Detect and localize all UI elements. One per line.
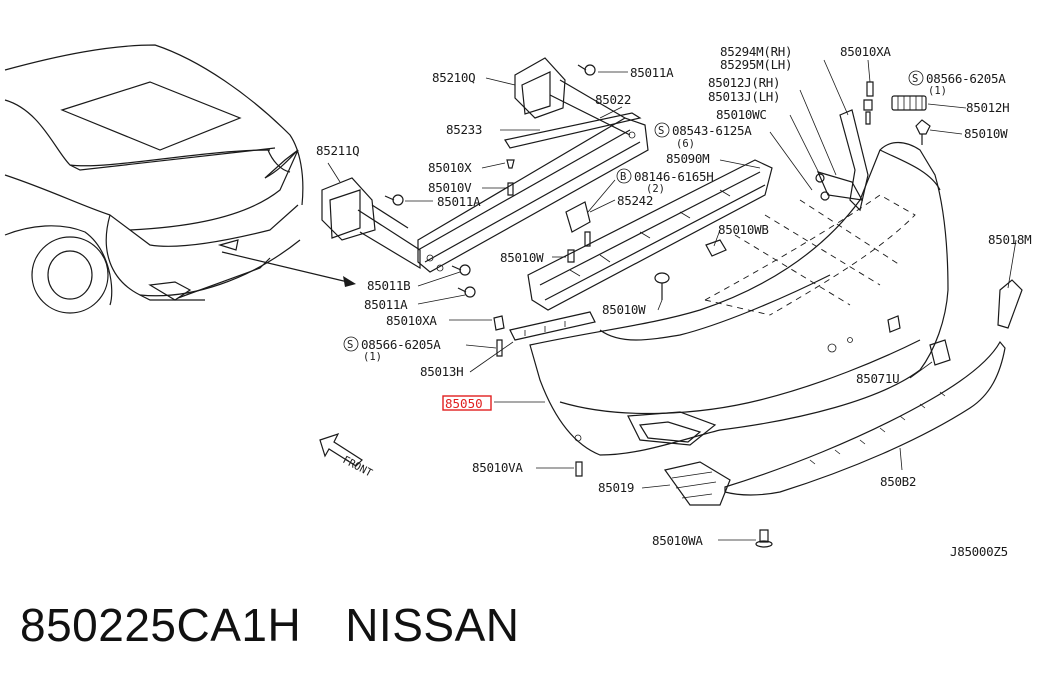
label-85011A-top: 85011A (630, 65, 674, 80)
label-85011B: 85011B (367, 278, 410, 293)
label-850B2: 850B2 (880, 474, 916, 489)
label-85211Q: 85211Q (316, 143, 359, 158)
diagram-code: J85000Z5 (950, 544, 1008, 559)
label-85050-highlight: 85050 (445, 396, 483, 411)
label-85210Q: 85210Q (432, 70, 475, 85)
label-85012H: 85012H (966, 100, 1009, 115)
brand-name: NISSAN (345, 599, 520, 651)
label-85010X: 85010X (428, 160, 472, 175)
b-marker (616, 168, 632, 184)
bumper-exploded-view: FRONT 85210 (4, 44, 1032, 559)
label-85013J: 85013J(LH) (708, 89, 780, 104)
bracket-85211Q (321, 177, 421, 270)
part-caption: 850225CA1H NISSAN (20, 598, 1020, 668)
part-labels: 85210Q 85011A 85022 85233 85211Q 85010X … (316, 44, 1032, 559)
label-08566-left-qty: (1) (363, 351, 382, 363)
svg-text:S: S (658, 125, 664, 137)
leader-lines (327, 59, 1017, 541)
label-85010XA-right: 85010XA (840, 44, 891, 59)
label-08566-left: 08566-6205A (361, 337, 441, 352)
label-85010W-mid: 85010W (500, 250, 544, 265)
label-85010XA-left: 85010XA (386, 313, 437, 328)
label-85071U: 85071U (856, 371, 899, 386)
bracket-85210Q (514, 57, 631, 136)
label-85011A-low: 85011A (364, 297, 408, 312)
label-85233: 85233 (446, 122, 482, 137)
label-85090M: 85090M (666, 151, 709, 166)
label-85010W-low: 85010W (602, 302, 646, 317)
car-pointer-arrow (221, 251, 353, 284)
label-85295M: 85295M(LH) (720, 57, 792, 72)
label-08566-right-qty: (1) (928, 85, 947, 97)
label-85018M: 85018M (988, 232, 1031, 247)
diffuser-850B2 (724, 340, 1006, 496)
label-85294M: 85294M(RH) (720, 44, 792, 59)
highlight-box (442, 395, 492, 411)
label-85010WC: 85010WC (716, 107, 767, 122)
part-number: 850225CA1H (20, 599, 302, 651)
label-08543-qty: (6) (676, 138, 695, 150)
label-85010WA: 85010WA (652, 533, 703, 548)
label-08146-qty: (2) (646, 183, 665, 195)
svg-text:S: S (912, 73, 918, 85)
label-85010W-right: 85010W (964, 126, 1008, 141)
label-85010VA: 85010VA (472, 460, 523, 475)
clip-85012H (891, 95, 927, 111)
clip-85010W-right (915, 119, 931, 145)
s-marker-mid (654, 122, 670, 138)
label-85011A-mid: 85011A (437, 194, 481, 209)
trim-85019 (663, 461, 731, 506)
bracket-85242 (565, 201, 591, 233)
bar-85233 (504, 112, 642, 149)
label-08146: 08146-6165H (634, 169, 713, 184)
label-08543: 08543-6125A (672, 123, 752, 138)
label-85019: 85019 (598, 480, 634, 495)
bumper-fascia (529, 141, 951, 456)
label-85010V: 85010V (428, 180, 472, 195)
label-08566-right: 08566-6205A (926, 71, 1006, 86)
svg-text:B: B (620, 171, 626, 183)
label-85022: 85022 (595, 92, 631, 107)
label-85242: 85242 (617, 193, 653, 208)
absorber-85090M (527, 159, 773, 311)
s-marker-left (343, 336, 359, 352)
car-illustration (4, 44, 304, 314)
reflector-85018M (997, 279, 1023, 329)
bracket-85294M (816, 109, 869, 212)
fasteners (384, 64, 874, 548)
label-85010WB: 85010WB (718, 222, 769, 237)
svg-text:S: S (347, 339, 353, 351)
parts-diagram: FRONT 85210 (4, 44, 1032, 559)
front-direction-indicator: FRONT (319, 432, 375, 480)
retainer-85013H (509, 311, 596, 341)
s-marker-right (908, 70, 924, 86)
label-85012J: 85012J(RH) (708, 75, 780, 90)
label-85013H: 85013H (420, 364, 463, 379)
